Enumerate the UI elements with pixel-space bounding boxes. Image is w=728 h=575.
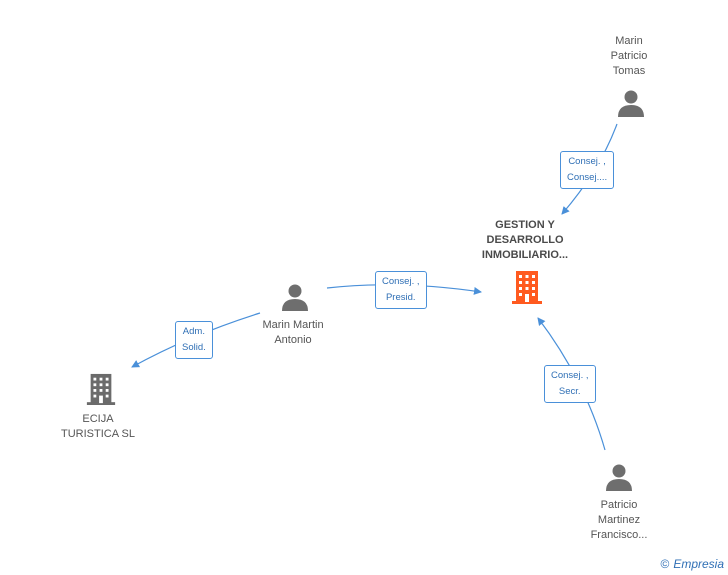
edge-label-francisco-to-gestion[interactable]: Consej. , Secr.: [544, 365, 596, 403]
edge-label-line: Consej....: [567, 172, 608, 183]
node-label-marin-martin-antonio: Marin Martin Antonio: [250, 318, 336, 348]
brand-name: Empresia: [673, 557, 724, 571]
edge-label-line: Presid.: [385, 292, 416, 303]
edge-label-line: Adm.: [182, 326, 205, 337]
node-label-line: Francisco...: [590, 529, 648, 541]
node-label-line: TURISTICA SL: [61, 428, 135, 440]
person-icon[interactable]: [280, 282, 310, 312]
person-icon[interactable]: [604, 462, 634, 492]
node-label-line: Tomas: [612, 65, 646, 77]
copyright-symbol: ©: [660, 557, 670, 571]
edge-label-line: Consej. ,: [382, 276, 420, 287]
node-label-line: Martinez: [597, 514, 641, 526]
node-label-line: ECIJA: [82, 413, 114, 425]
node-label-line: Patricio: [600, 499, 638, 511]
edge-label-antonio-to-ecija[interactable]: Adm. Solid.: [175, 321, 213, 359]
edge-label-line: Consej. ,: [551, 370, 589, 381]
node-label-line: DESARROLLO: [486, 234, 564, 246]
node-label-patricio-martinez: Patricio Martinez Francisco...: [576, 498, 662, 543]
building-icon[interactable]: [85, 371, 117, 407]
edge-label-line: Secr.: [558, 386, 581, 397]
edge-label-tomas-to-gestion[interactable]: Consej. , Consej....: [560, 151, 615, 189]
node-label-gestion: GESTION Y DESARROLLO INMOBILIARIO...: [470, 218, 580, 263]
node-label-line: Patricio: [610, 50, 648, 62]
edge-label-antonio-to-gestion[interactable]: Consej. , Presid.: [375, 271, 427, 309]
node-label-line: Marin Martin: [262, 319, 324, 331]
node-label-line: Antonio: [274, 334, 312, 346]
watermark: ©Empresia: [660, 557, 724, 571]
node-label-line: Marin: [615, 35, 643, 47]
edge-label-line: Solid.: [182, 342, 206, 353]
node-label-line: GESTION Y: [495, 219, 555, 231]
edge-label-line: Consej. ,: [568, 156, 606, 167]
building-icon[interactable]: [510, 269, 544, 305]
node-label-line: INMOBILIARIO...: [481, 249, 569, 261]
node-label-ecija: ECIJA TURISTICA SL: [55, 412, 141, 442]
person-icon[interactable]: [616, 88, 646, 118]
node-label-marin-patricio-tomas: Marin Patricio Tomas: [598, 34, 660, 79]
